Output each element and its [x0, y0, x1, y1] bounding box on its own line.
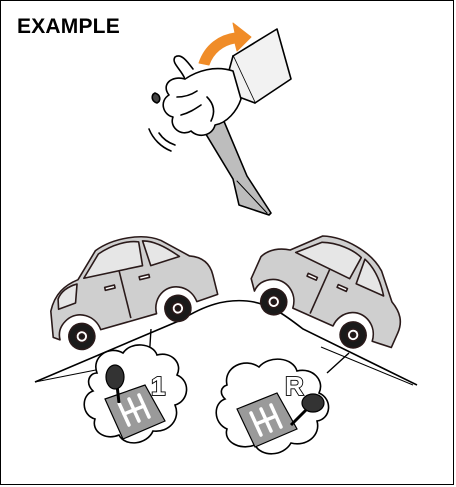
- gear-1-text: 1: [151, 371, 165, 401]
- car-downhill-icon: [241, 212, 423, 365]
- car-uphill-icon: [34, 220, 223, 356]
- hand-on-handbrake-icon: [149, 29, 291, 215]
- gear-r-text: R: [285, 371, 304, 401]
- gear-shift-r-icon: R: [216, 353, 349, 454]
- gear-shift-1-icon: 1: [84, 329, 186, 443]
